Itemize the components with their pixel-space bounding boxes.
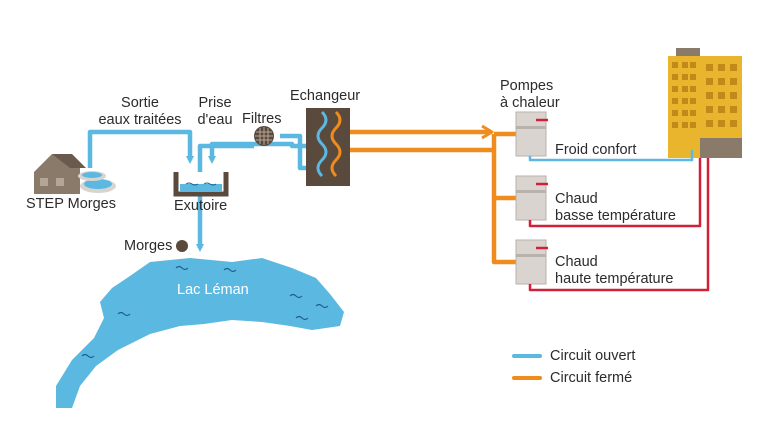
- label-echangeur: Echangeur: [290, 88, 361, 104]
- legend-item-open: Circuit ouvert: [512, 348, 635, 364]
- label-filtres: Filtres: [242, 111, 282, 127]
- heat-pump-basse: [515, 175, 548, 221]
- legend-swatch-closed: [512, 376, 542, 380]
- label-pompes-1: Pompes: [500, 78, 554, 94]
- label-lac: Lac Léman: [177, 282, 249, 298]
- label-prise-1: Prise: [198, 95, 232, 111]
- legend-item-closed: Circuit fermé: [512, 370, 632, 386]
- filter-icon: [254, 126, 274, 146]
- lake-map: [56, 258, 344, 408]
- label-chaud-haute-2: haute température: [555, 271, 674, 287]
- label-chaud-basse-1: Chaud: [555, 191, 598, 207]
- label-step: STEP Morges: [26, 196, 116, 212]
- lake-waves: [81, 265, 329, 359]
- label-chaud-haute-1: Chaud: [555, 254, 598, 270]
- label-morges: Morges: [124, 238, 173, 254]
- label-sortie-2: eaux traitées: [98, 112, 182, 128]
- legend-swatch-open: [512, 354, 542, 358]
- label-chaud-basse-2: basse température: [555, 208, 676, 224]
- house-icon: [34, 154, 116, 194]
- heat-exchanger-icon: [306, 108, 350, 186]
- treatment-basin-icon: [173, 172, 229, 197]
- heat-pump-haute: [515, 239, 548, 285]
- label-froid: Froid confort: [555, 142, 637, 158]
- open-circuit-pipes: [87, 129, 316, 252]
- supply-lines: [528, 150, 710, 292]
- legend-label-closed: Circuit fermé: [550, 370, 633, 386]
- legend-label-open: Circuit ouvert: [550, 348, 636, 364]
- heat-pump-froid: [515, 111, 548, 157]
- label-pompes-2: à chaleur: [500, 95, 560, 111]
- town-dot-icon: [176, 240, 188, 252]
- label-prise-2: d'eau: [197, 112, 233, 128]
- closed-circuit-pipes: [350, 124, 516, 265]
- label-sortie-1: Sortie: [121, 95, 159, 111]
- label-exutoire: Exutoire: [174, 198, 228, 214]
- building-icon: [668, 48, 742, 158]
